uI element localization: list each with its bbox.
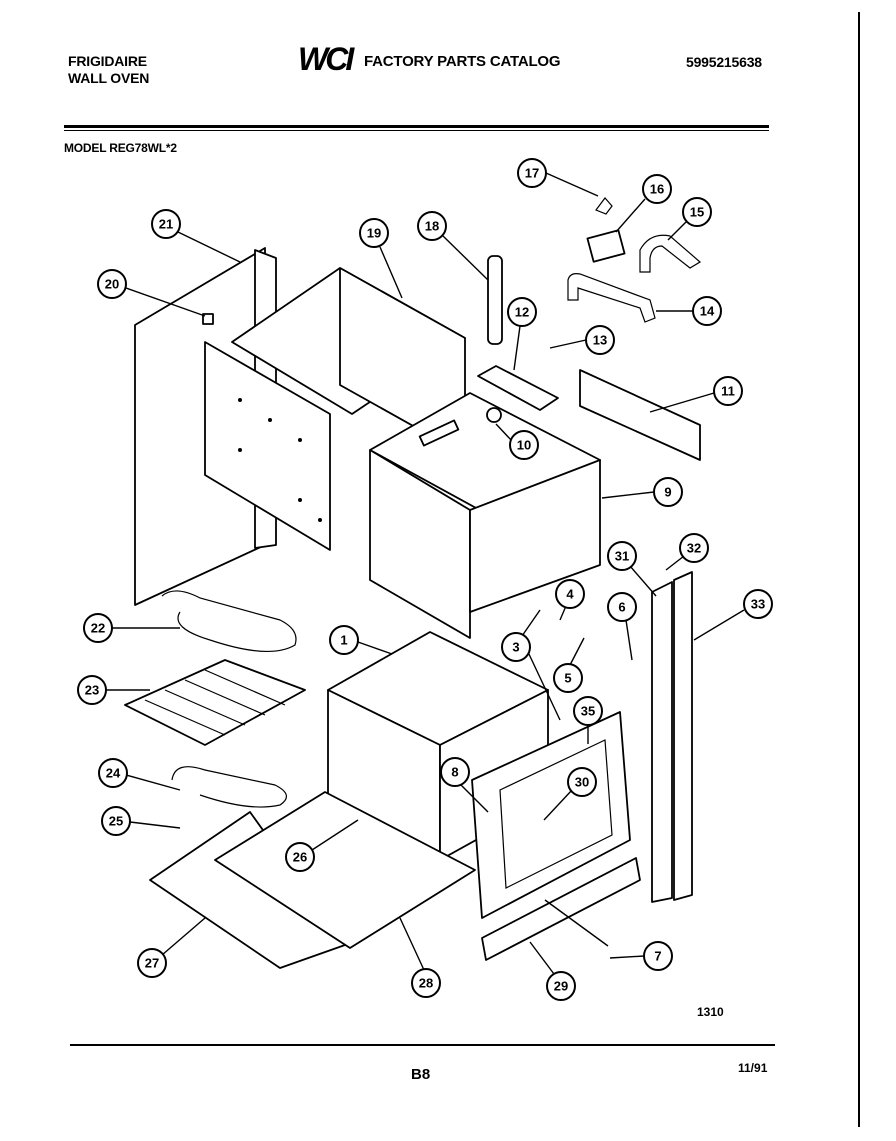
- part-side-trim: [673, 571, 693, 901]
- callout-16: 16: [615, 174, 672, 233]
- part-vent-cap: [477, 365, 559, 411]
- callout-18: 18: [417, 211, 489, 281]
- callout-23: 23: [77, 675, 150, 705]
- header-rule-thin: [64, 130, 769, 131]
- callout-35: 35: [573, 696, 603, 744]
- callout-label: 14: [700, 304, 715, 319]
- callout-33: 33: [693, 589, 773, 641]
- callout-label: 18: [425, 219, 439, 234]
- callout-label: 3: [512, 640, 519, 655]
- callout-label: 21: [159, 217, 173, 232]
- callout-label: 25: [109, 814, 123, 829]
- callout-label: 19: [367, 226, 381, 241]
- callout-10: 10: [495, 423, 539, 460]
- part-duct-elbow: [639, 234, 702, 273]
- callout-20: 20: [97, 269, 206, 317]
- callout-label: 7: [654, 949, 661, 964]
- callout-26: 26: [285, 819, 359, 872]
- callout-label: 11: [721, 384, 735, 399]
- part-oven-rack: [124, 659, 306, 746]
- callout-label: 4: [566, 587, 574, 602]
- callout-label: 32: [687, 541, 701, 556]
- callout-label: 17: [525, 166, 539, 181]
- callout-25: 25: [101, 806, 181, 836]
- part-filter: [586, 229, 626, 263]
- catalog-title: FACTORY PARTS CATALOG: [364, 53, 561, 70]
- callout-label: 6: [618, 600, 625, 615]
- callout-6: 6: [607, 592, 637, 661]
- callout-label: 28: [419, 976, 433, 991]
- callout-1: 1: [329, 625, 393, 655]
- callout-label: 23: [85, 683, 99, 698]
- callout-13: 13: [549, 325, 615, 355]
- callout-label: 22: [91, 621, 105, 636]
- drawing-number: 1310: [697, 1005, 724, 1019]
- part-gasket-strip: [651, 581, 673, 903]
- callout-15: 15: [667, 197, 712, 241]
- logo-text: WCI: [298, 42, 355, 76]
- callout-label: 9: [664, 485, 671, 500]
- callout-label: 16: [650, 182, 664, 197]
- callout-32: 32: [665, 533, 709, 571]
- page-border: [858, 12, 860, 1127]
- callout-27: 27: [137, 917, 206, 978]
- callout-12: 12: [507, 297, 537, 371]
- callout-28: 28: [399, 917, 441, 998]
- callout-label: 10: [517, 438, 531, 453]
- callout-8: 8: [440, 757, 489, 813]
- callout-label: 26: [293, 850, 307, 865]
- model-label: MODEL REG78WL*2: [64, 141, 177, 155]
- callout-label: 33: [751, 597, 765, 612]
- part-oven-box: [369, 392, 601, 639]
- callout-14: 14: [656, 296, 722, 326]
- catalog-part-number: 5995215638: [686, 54, 762, 70]
- callout-29: 29: [529, 941, 576, 1001]
- callout-31: 31: [607, 541, 657, 597]
- callout-21: 21: [151, 209, 241, 263]
- page-label: B8: [411, 1066, 431, 1083]
- callout-label: 30: [575, 775, 589, 790]
- callout-5: 5: [553, 637, 585, 693]
- callout-7: 7: [544, 899, 673, 971]
- callout-label: 8: [451, 765, 458, 780]
- part-cabinet-wrapper: [204, 267, 466, 551]
- footer-rule: [70, 1044, 775, 1046]
- callout-label: 15: [690, 205, 704, 220]
- part-trim-strip: [579, 369, 701, 461]
- callout-label: 20: [105, 277, 119, 292]
- part-broil-element: [161, 590, 297, 652]
- callout-30: 30: [543, 767, 597, 821]
- callout-22: 22: [83, 613, 180, 643]
- part-vent-tube: [487, 255, 503, 345]
- callout-label: 27: [145, 956, 159, 971]
- callout-label: 13: [593, 333, 607, 348]
- part-bake-element: [171, 766, 287, 808]
- part-oven-bottom: [214, 791, 476, 949]
- callout-17: 17: [517, 158, 599, 197]
- callout-label: 12: [515, 305, 529, 320]
- callout-label: 5: [564, 671, 571, 686]
- callout-label: 31: [615, 549, 629, 564]
- part-door-frame: [471, 711, 631, 919]
- part-clip: [595, 197, 613, 215]
- callout-3: 3: [501, 609, 561, 721]
- callout-label: 29: [554, 979, 568, 994]
- date-code: 11/91: [738, 1061, 768, 1075]
- callout-4: 4: [555, 579, 585, 621]
- part-vent-duct: [567, 273, 656, 323]
- callout-24: 24: [98, 758, 181, 791]
- brand-name: FRIGIDAIRE: [68, 53, 147, 69]
- part-vent-panel: [481, 857, 641, 961]
- callout-9: 9: [601, 477, 683, 507]
- header-rule: [64, 125, 769, 128]
- product-type: WALL OVEN: [68, 70, 150, 86]
- callout-label: 1: [340, 633, 347, 648]
- wci-logo: WCI: [298, 42, 358, 76]
- callout-label: 35: [581, 704, 595, 719]
- callout-label: 24: [106, 766, 121, 781]
- callout-11: 11: [649, 376, 743, 413]
- callout-19: 19: [359, 218, 403, 299]
